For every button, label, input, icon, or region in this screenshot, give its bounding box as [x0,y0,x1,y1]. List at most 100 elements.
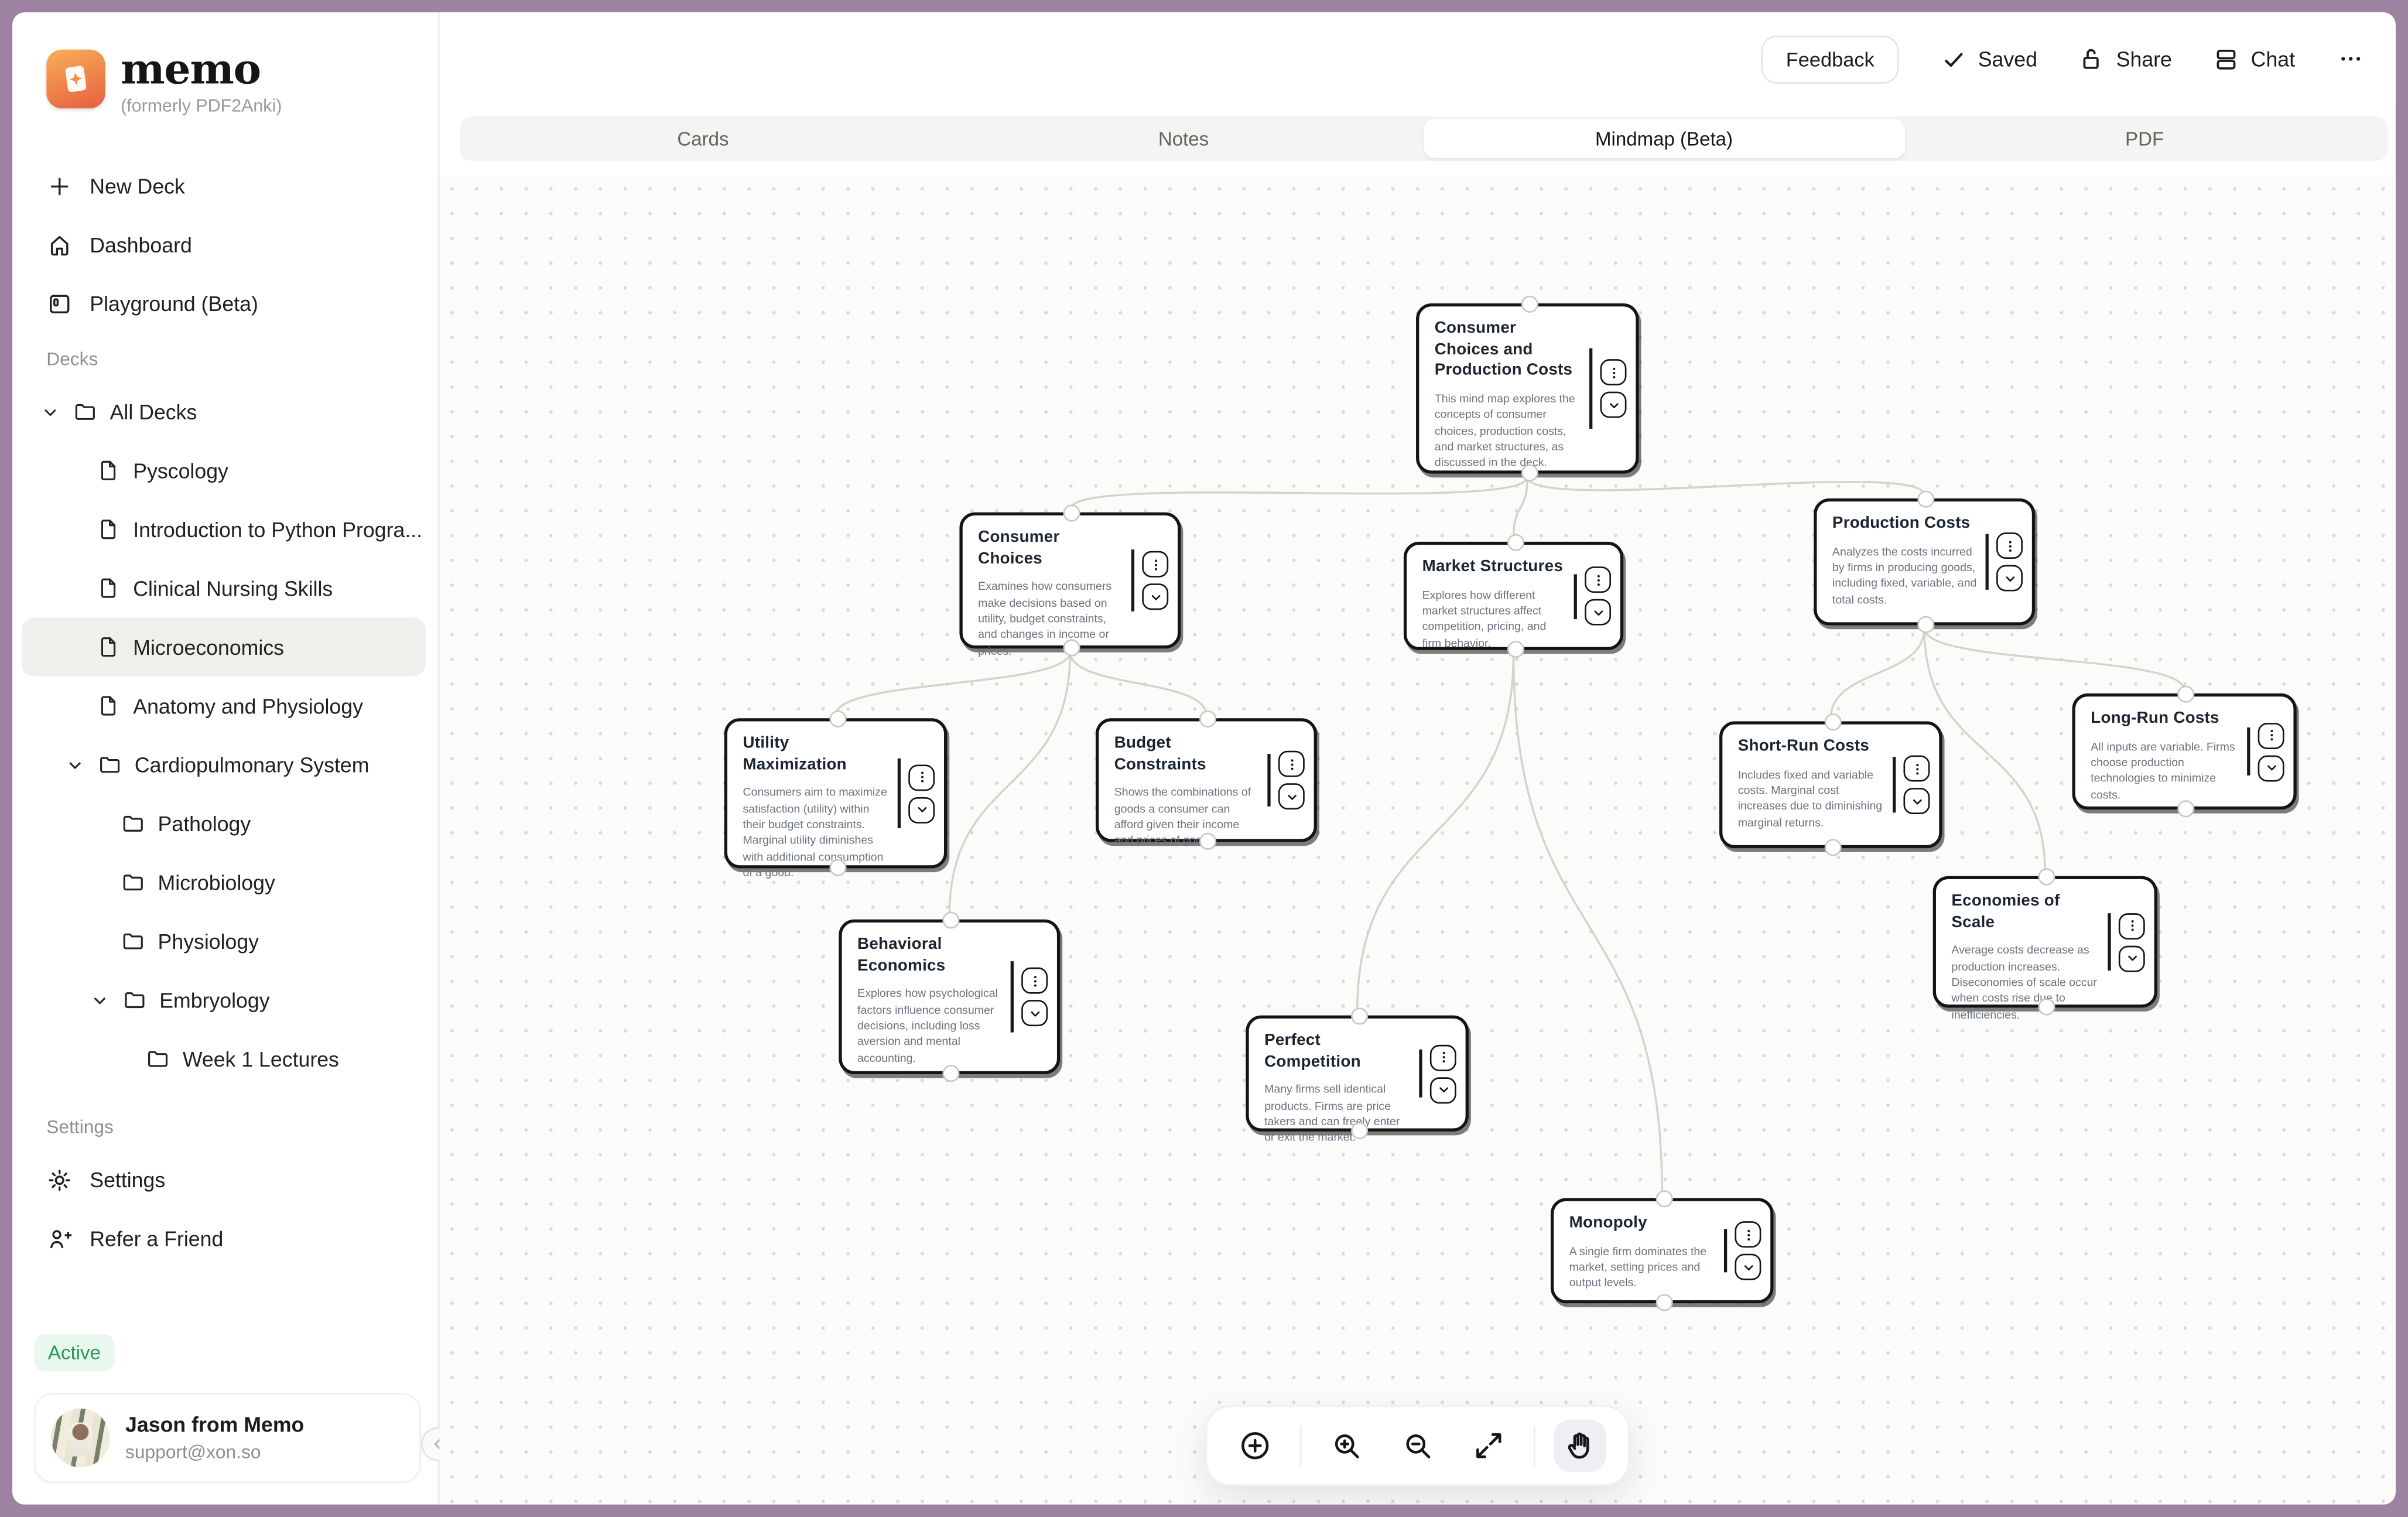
chat-button[interactable]: Chat [2214,46,2295,72]
sidebar-item-refer-a-friend[interactable]: Refer a Friend [12,1209,438,1267]
sidebar-item-new-deck[interactable]: New Deck [12,156,438,215]
deck-tree-item-embryology[interactable]: Embryology [22,971,426,1029]
node-collapse-button[interactable] [1996,565,2023,592]
tab-cards[interactable]: Cards [677,128,729,150]
deck-tree-item-clinical-nursing-skills[interactable]: Clinical Nursing Skills [22,559,426,617]
user-email: support@xon.so [125,1441,261,1464]
tab-pdf[interactable]: PDF [2125,128,2164,150]
deck-tree-item-microbiology[interactable]: Microbiology [22,853,426,911]
toolbar-divider [1299,1425,1302,1466]
zoom-in-button[interactable] [1320,1419,1373,1472]
deck-tree-item-physiology[interactable]: Physiology [22,912,426,971]
mindmap-edge [1829,628,1925,719]
node-menu-button[interactable] [1996,532,2023,559]
deck-tree-item-microeconomics[interactable]: Microeconomics [21,617,426,676]
add-node-button[interactable] [1229,1419,1281,1472]
dots-vertical-icon [914,769,929,784]
deck-label: Microeconomics [133,635,285,659]
node-collapse-button[interactable] [2258,754,2284,781]
user-card[interactable]: Jason from Memo support@xon.so [34,1393,421,1483]
node-title: Production Costs [1832,514,1971,533]
deck-tree-item-cardiopulmonary-system[interactable]: Cardiopulmonary System [22,735,426,794]
node-collapse-button[interactable] [1735,1253,1761,1280]
deck-tree-item-pathology[interactable]: Pathology [22,794,426,853]
deck-tree-item-anatomy-and-physiology[interactable]: Anatomy and Physiology [22,676,426,735]
node-buttons [1278,734,1305,827]
node-menu-button[interactable] [2258,722,2284,749]
sidebar-item-playground-beta-[interactable]: Playground (Beta) [12,274,438,333]
node-menu-button[interactable] [908,764,935,791]
sidebar-item-dashboard[interactable]: Dashboard [12,215,438,274]
node-collapse-button[interactable] [1600,391,1627,418]
dots-vertical-icon [1027,973,1042,988]
node-buttons [1903,737,1930,833]
node-title: Market Structures [1422,557,1564,576]
more-options-button[interactable] [2337,45,2365,73]
user-info: Jason from Memo support@xon.so [125,1413,304,1464]
node-collapse-button[interactable] [1903,788,1930,815]
fit-view-button[interactable] [1462,1419,1515,1472]
deck-tree-item-introduction-to-python-progra-[interactable]: Introduction to Python Progra... [22,500,426,559]
node-collapse-button[interactable] [908,796,935,823]
node-menu-button[interactable] [1735,1221,1761,1248]
mindmap-edge [1526,476,1925,496]
node-collapse-button[interactable] [1142,583,1169,610]
share-button[interactable]: Share [2079,46,2172,72]
feedback-button[interactable]: Feedback [1761,35,1899,83]
node-menu-button[interactable] [1278,750,1305,777]
chat-icon [2214,46,2240,72]
dots-vertical-icon [1435,1050,1451,1065]
deck-tree-item-pyscology[interactable]: Pyscology [22,441,426,500]
deck-tree-item-week-1-lectures[interactable]: Week 1 Lectures [22,1029,426,1088]
node-collapse-button[interactable] [2118,945,2145,972]
node-menu-button[interactable] [1600,359,1627,386]
node-menu-button[interactable] [1585,566,1612,593]
doc-icon [96,576,121,600]
pan-button[interactable] [1554,1419,1607,1472]
chevron-left-icon [429,1435,447,1454]
node-menu-button[interactable] [1021,967,1048,994]
node-menu-button[interactable] [2118,912,2145,939]
node-collapse-button[interactable] [1278,783,1305,810]
zoom-out-button[interactable] [1391,1419,1444,1472]
check-icon [1941,46,1967,72]
node-collapse-button[interactable] [1021,1000,1048,1027]
nav-item-label: Dashboard [90,233,192,257]
chevron-down-icon [40,402,60,422]
ellipsis-icon [2337,45,2365,73]
nav-item-label: Refer a Friend [90,1226,224,1250]
node-menu-button[interactable] [1429,1044,1456,1071]
node-collapse-button[interactable] [1585,599,1612,626]
deck-label: Pathology [158,812,251,835]
node-menu-button[interactable] [1903,755,1930,782]
dots-vertical-icon [1740,1226,1756,1242]
sidebar-item-settings[interactable]: Settings [12,1150,438,1209]
node-title: Short-Run Costs [1737,736,1870,756]
node-collapse-button[interactable] [1429,1076,1456,1103]
tab-notes[interactable]: Notes [1158,128,1209,150]
node-menu-button[interactable] [1142,551,1169,578]
sidebar-bottom: Active Jason from Memo support@xon.so [12,1334,438,1505]
tab-mindmap-beta-[interactable]: Mindmap (Beta) [1424,119,1904,158]
deck-tree-item-all-decks[interactable]: All Decks [22,382,426,441]
mindmap-edge [1512,476,1529,539]
saved-button[interactable]: Saved [1941,46,2037,72]
